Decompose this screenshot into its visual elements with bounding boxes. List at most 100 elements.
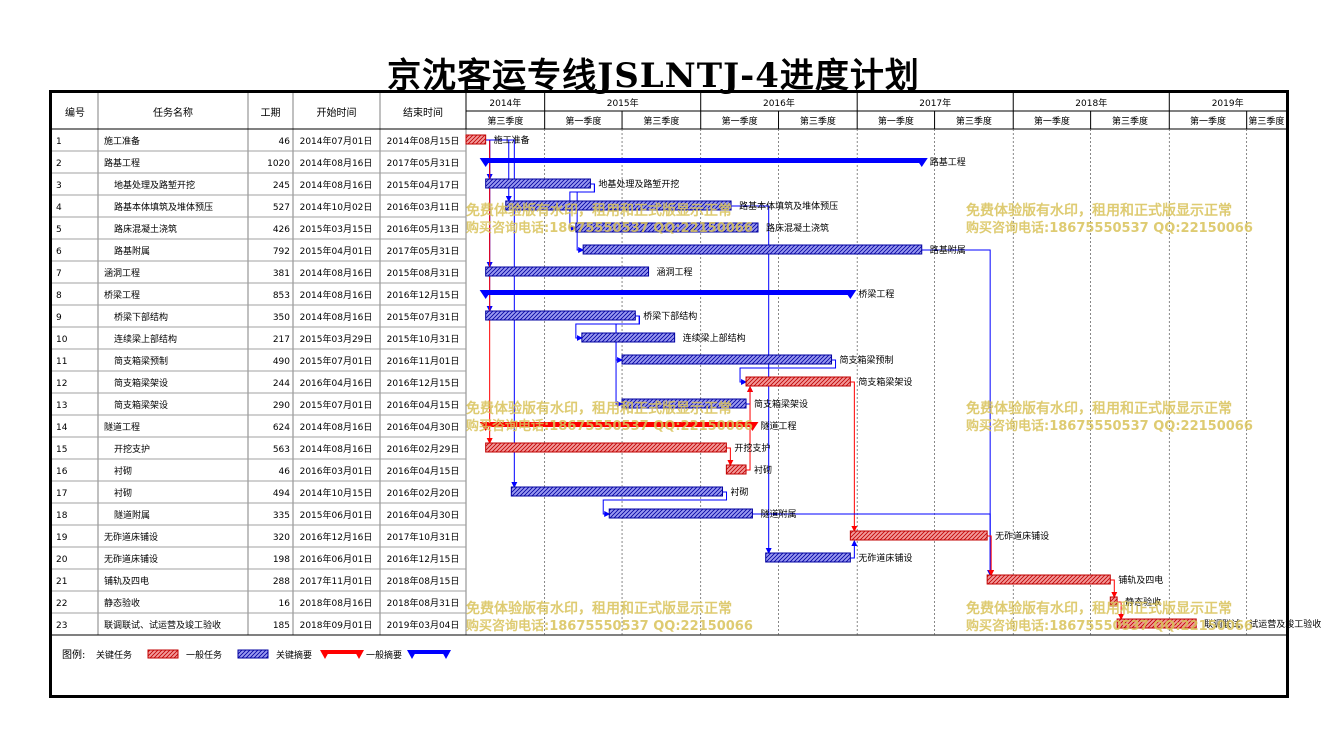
task-bar[interactable] <box>849 530 988 541</box>
task-end: 2016年12月15日 <box>387 377 460 389</box>
bar-label: 衬砌 <box>731 486 749 498</box>
summary-start-cap <box>479 290 492 299</box>
task-name: 铺轨及四电 <box>104 575 149 587</box>
dependency-link <box>921 249 994 576</box>
bar-label: 路基本体填筑及堆体预压 <box>739 200 838 212</box>
column-header-end: 结束时间 <box>403 106 443 119</box>
period-label: 第三季度 <box>487 115 523 127</box>
dependency-link <box>615 315 640 407</box>
bar-label: 简支箱梁预制 <box>840 354 894 366</box>
task-bar[interactable] <box>608 508 753 519</box>
task-bar[interactable] <box>725 464 747 475</box>
task-duration: 624 <box>273 423 290 433</box>
summary-bar[interactable] <box>485 422 753 427</box>
task-bar[interactable] <box>575 222 759 233</box>
watermark-line2: 购买咨询电话:18675550537 QQ:22150066 <box>466 220 753 236</box>
task-bar[interactable] <box>1109 596 1118 607</box>
year-label: 2019年 <box>1212 97 1244 109</box>
watermark-line1: 免费体验版有水印，租用和正式版显示正常 <box>466 202 732 219</box>
task-bar[interactable] <box>1116 618 1197 629</box>
task-duration: 350 <box>273 313 290 323</box>
task-id: 21 <box>56 577 67 587</box>
task-duration: 46 <box>279 467 291 477</box>
task-name: 简支箱梁架设 <box>114 399 168 411</box>
task-id: 14 <box>56 423 68 433</box>
task-bar[interactable] <box>485 310 636 321</box>
task-bar[interactable] <box>582 244 923 255</box>
task-bar[interactable] <box>986 574 1111 585</box>
task-end: 2014年08月15日 <box>387 135 460 147</box>
summary-bar[interactable] <box>485 290 851 295</box>
task-duration: 16 <box>279 599 291 609</box>
task-end: 2019年03月04日 <box>387 619 460 631</box>
task-id: 11 <box>56 357 67 367</box>
task-name: 桥梁工程 <box>104 289 140 301</box>
dependency-link <box>731 205 772 554</box>
summary-bar[interactable] <box>485 158 922 163</box>
legend-item-summary: 一般摘要 <box>366 649 451 661</box>
task-start: 2014年10月02日 <box>300 201 373 213</box>
task-bars: 施工准备路基工程地基处理及路堑开挖路基本体填筑及堆体预压路床混凝土浇筑路基附属涵… <box>465 134 1321 630</box>
task-bar[interactable] <box>485 442 727 453</box>
bar-label: 施工准备 <box>494 134 530 146</box>
dependency-link <box>726 447 734 466</box>
task-bar[interactable] <box>505 200 732 211</box>
period-label: 第三季度 <box>1248 115 1284 127</box>
task-bar[interactable] <box>765 552 851 563</box>
task-duration: 320 <box>273 533 290 543</box>
page-title: 京沈客运专线JSLNTJ-4进度计划 <box>387 56 920 96</box>
task-start: 2016年12月16日 <box>300 531 373 543</box>
bar-label: 路基附属 <box>930 244 966 256</box>
task-name: 路床混凝土浇筑 <box>114 223 177 235</box>
task-id: 1 <box>56 137 62 147</box>
task-bar[interactable] <box>621 398 747 409</box>
task-bar[interactable] <box>621 354 833 365</box>
task-start: 2016年03月01日 <box>300 465 373 477</box>
task-start: 2014年10月15日 <box>300 487 373 499</box>
task-name: 地基处理及路堑开挖 <box>114 179 195 191</box>
watermark-line2: 购买咨询电话:18675550537 QQ:22150066 <box>966 418 1253 434</box>
dependency-link <box>987 535 995 576</box>
task-bar[interactable] <box>485 178 591 189</box>
task-name: 简支箱梁预制 <box>114 355 168 367</box>
dependency-link <box>850 540 858 559</box>
task-start: 2014年08月16日 <box>300 267 373 279</box>
year-label: 2016年 <box>763 97 795 109</box>
task-bar[interactable] <box>745 376 851 387</box>
task-bar[interactable] <box>485 266 650 277</box>
task-end: 2016年05月13日 <box>387 223 460 235</box>
task-bar[interactable] <box>465 134 487 145</box>
task-duration: 1020 <box>267 159 290 169</box>
task-bar[interactable] <box>510 486 724 497</box>
task-bar[interactable] <box>581 332 676 343</box>
legend-item-critical-summary: 关键摘要 <box>276 649 364 661</box>
